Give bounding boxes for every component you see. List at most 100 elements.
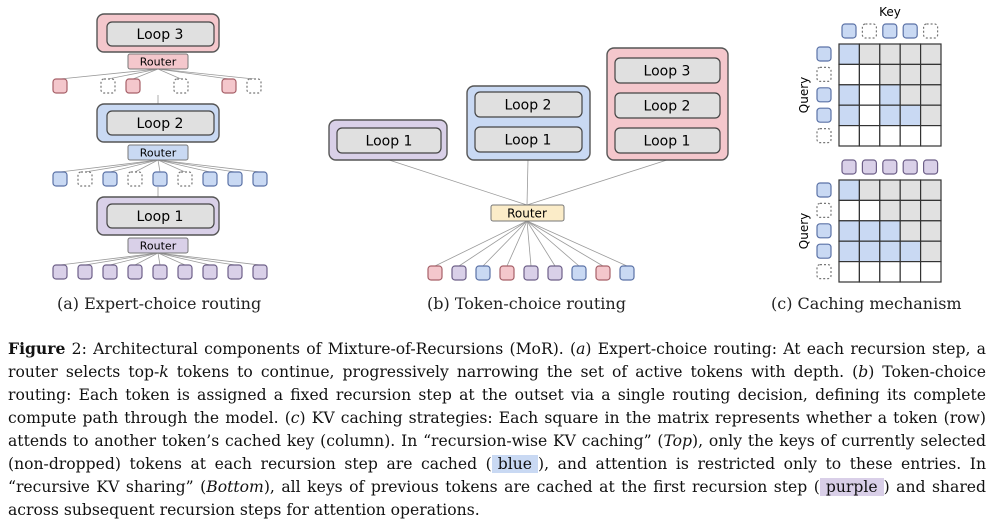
attention-cell: [919, 199, 942, 222]
b-block3-inner-top: [614, 57, 721, 84]
figure-diagram: Loop 3 Router Loop 2 Router Loop 1 Route…: [52, 5, 942, 283]
figure-caption: Figure 2: Architectural components of Mi…: [8, 339, 987, 519]
panel-b-caption: (b) Token-choice routing: [427, 294, 626, 313]
attention-cell: [858, 220, 881, 242]
token-a-row2: [102, 171, 118, 187]
token-b: [547, 265, 563, 281]
attention-cell: [899, 199, 922, 222]
token-b: [451, 265, 467, 281]
token-a-row1: [52, 78, 68, 94]
attention-cell: [838, 43, 860, 65]
panel-c-diagram: Key Query Query: [797, 5, 942, 283]
b-block3-loop1-label: Loop 1: [644, 134, 691, 150]
b-block3-loop3-label: Loop 3: [644, 64, 691, 80]
attention-cell: [879, 43, 901, 65]
attention-cell: [919, 179, 942, 201]
key-token: [902, 23, 918, 39]
token-b: [571, 265, 587, 281]
token-a-row1: [100, 78, 116, 94]
b-block3-inner-mid: [614, 92, 721, 119]
loop3-label: Loop 3: [137, 27, 184, 43]
b-block2-loop2-label: Loop 2: [505, 98, 552, 114]
router-a-bottom-label: Router: [140, 240, 177, 253]
attention-cell: [919, 84, 942, 106]
key-token: [861, 23, 878, 39]
attention-cell: [838, 199, 860, 222]
caption-label: Figure: [8, 339, 66, 358]
attention-cell: [838, 63, 860, 86]
attention-cell: [858, 43, 881, 65]
key-token: [882, 159, 898, 175]
key-token: [922, 23, 939, 39]
token-a-row2: [202, 171, 218, 187]
attention-cell: [919, 240, 942, 263]
key-token: [841, 23, 857, 39]
attention-cell: [899, 179, 922, 201]
query-token: [816, 66, 832, 83]
panel-a-caption: (a) Expert-choice routing: [57, 294, 262, 313]
attention-cell: [838, 240, 860, 263]
token-a-row1: [221, 78, 237, 94]
query-label-top: Query: [797, 77, 811, 113]
attention-cell: [858, 63, 881, 86]
panel-c-caption: (c) Caching mechanism: [771, 294, 962, 313]
token-a-row3: [227, 264, 243, 280]
attention-cell: [838, 220, 860, 242]
attention-cell: [838, 84, 860, 106]
attention-cell: [899, 84, 922, 106]
token-a-row3: [127, 264, 143, 280]
attention-cell: [879, 240, 901, 263]
token-b: [619, 265, 635, 281]
attention-cell: [879, 179, 901, 201]
token-b: [523, 265, 539, 281]
router-a-mid-label: Router: [140, 147, 177, 160]
router-a-bottom: [127, 237, 189, 254]
attention-cell: [919, 220, 942, 242]
token-a-row1: [173, 78, 189, 94]
key-token: [882, 23, 898, 39]
attention-cell: [838, 104, 860, 127]
b-block2-inner-bottom: [474, 126, 583, 153]
attention-cell: [899, 261, 922, 283]
loop2-inner: [106, 110, 215, 136]
b-block1-loop1-label: Loop 1: [366, 134, 413, 150]
blue-highlight: blue: [491, 455, 538, 473]
query-token: [816, 87, 832, 103]
token-a-row3: [152, 264, 168, 280]
attention-cell: [838, 179, 860, 201]
attention-cell: [858, 104, 881, 127]
token-a-row2: [52, 171, 68, 187]
b-block1-inner: [336, 127, 442, 154]
token-a-row3: [102, 264, 118, 280]
attention-cell: [919, 63, 942, 86]
query-token: [816, 223, 832, 239]
attention-cell: [858, 240, 881, 263]
attention-cell: [879, 199, 901, 222]
attention-cell: [838, 124, 860, 147]
token-b: [595, 265, 611, 281]
token-b: [475, 265, 491, 281]
token-a-row2: [127, 171, 143, 187]
token-a-row3: [202, 264, 218, 280]
query-token: [816, 202, 832, 218]
token-a-row1: [125, 78, 141, 94]
router-a-mid: [127, 144, 189, 161]
token-a-row2: [77, 171, 93, 187]
attention-cell: [879, 220, 901, 242]
attention-cell: [858, 84, 881, 106]
attention-cell: [879, 84, 901, 106]
token-a-row3: [77, 264, 93, 280]
attention-cell: [879, 261, 901, 283]
key-label: Key: [879, 5, 901, 19]
token-a-row3: [177, 264, 193, 280]
attention-cell: [919, 124, 942, 147]
purple-highlight: purple: [819, 478, 884, 496]
token-a-row2: [252, 171, 268, 187]
panel-b-diagram: Loop 1 Loop 2 Loop 1 Loop 3 Loop 2 Loop …: [328, 47, 729, 281]
attention-cell: [899, 220, 922, 242]
attention-cell: [919, 261, 942, 283]
router-a-top: [127, 53, 189, 70]
loop1-inner: [106, 203, 215, 229]
attention-cell: [899, 43, 922, 65]
attention-cell: [899, 240, 922, 263]
